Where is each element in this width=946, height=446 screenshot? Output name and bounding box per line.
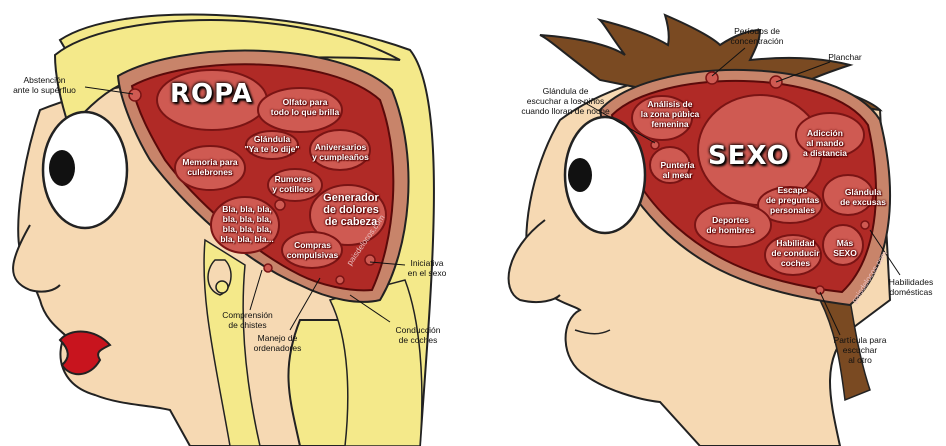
label-habilidades: Habilidades domésticas — [888, 277, 934, 297]
woman-title: ROPA — [170, 79, 253, 109]
label-mas-sexo: Más SEXO — [833, 238, 857, 258]
label-comprension: Comprensión de chistes — [222, 310, 273, 330]
label-deportes: Deportes de hombres — [706, 215, 755, 235]
man-nose — [507, 219, 561, 304]
label-aniversarios: Aniversarios y cumpleaños — [312, 142, 369, 162]
label-manejo: Manejo de ordenadores — [253, 333, 302, 353]
woman-eye — [41, 110, 129, 230]
woman-head — [12, 13, 435, 446]
label-habilidad: Habilidad de conducir coches — [771, 238, 820, 268]
label-analisis: Análisis de la zona púbica femenina — [640, 99, 700, 129]
man-title: SEXO — [708, 141, 790, 171]
label-iniciativa: Iniciativa en el sexo — [407, 258, 447, 278]
woman-earring — [215, 280, 229, 294]
label-memoria: Memoria para culebrones — [182, 157, 238, 177]
label-adiccion: Adicción al mando a distancia — [803, 128, 847, 158]
label-compras: Compras compulsivas — [286, 240, 339, 260]
label-particula: Partícula para escuchar al otro — [833, 335, 887, 365]
man-hair-neck — [818, 299, 871, 402]
label-glandula-excusas: Glándula de excusas — [840, 187, 886, 207]
label-rumores: Rumores y cotilleos — [272, 174, 314, 194]
label-glandula-ninos: Glándula de escuchar a los niños cuando … — [521, 86, 610, 116]
label-periodos: Períodos de concentración — [730, 26, 784, 46]
label-conduccion: Conducción de coches — [395, 325, 441, 345]
woman-pupil — [49, 150, 75, 186]
label-glandula: Glándula "Ya te lo dije" — [244, 134, 300, 154]
man-eye — [563, 115, 647, 235]
man-pupil — [568, 158, 592, 192]
label-punteria: Puntería al mear — [660, 160, 695, 180]
label-planchar: Planchar — [828, 52, 862, 62]
man-mouth — [574, 329, 611, 335]
label-bla: Bla, bla, bla, bla, bla, bla, bla, bla, … — [220, 204, 274, 244]
woman-nose — [12, 224, 61, 293]
label-generador: Generador de dolores de cabeza — [323, 192, 379, 228]
man-leader-lines — [579, 47, 901, 336]
label-escape: Escape de preguntas personales — [765, 185, 820, 215]
woman-leader-lines — [84, 86, 406, 331]
label-olfato: Olfato para todo lo que brilla — [270, 97, 340, 117]
woman-lips — [58, 330, 112, 376]
man-head — [507, 13, 892, 446]
label-abstencion: Abstención ante lo supérfluo — [13, 75, 76, 95]
